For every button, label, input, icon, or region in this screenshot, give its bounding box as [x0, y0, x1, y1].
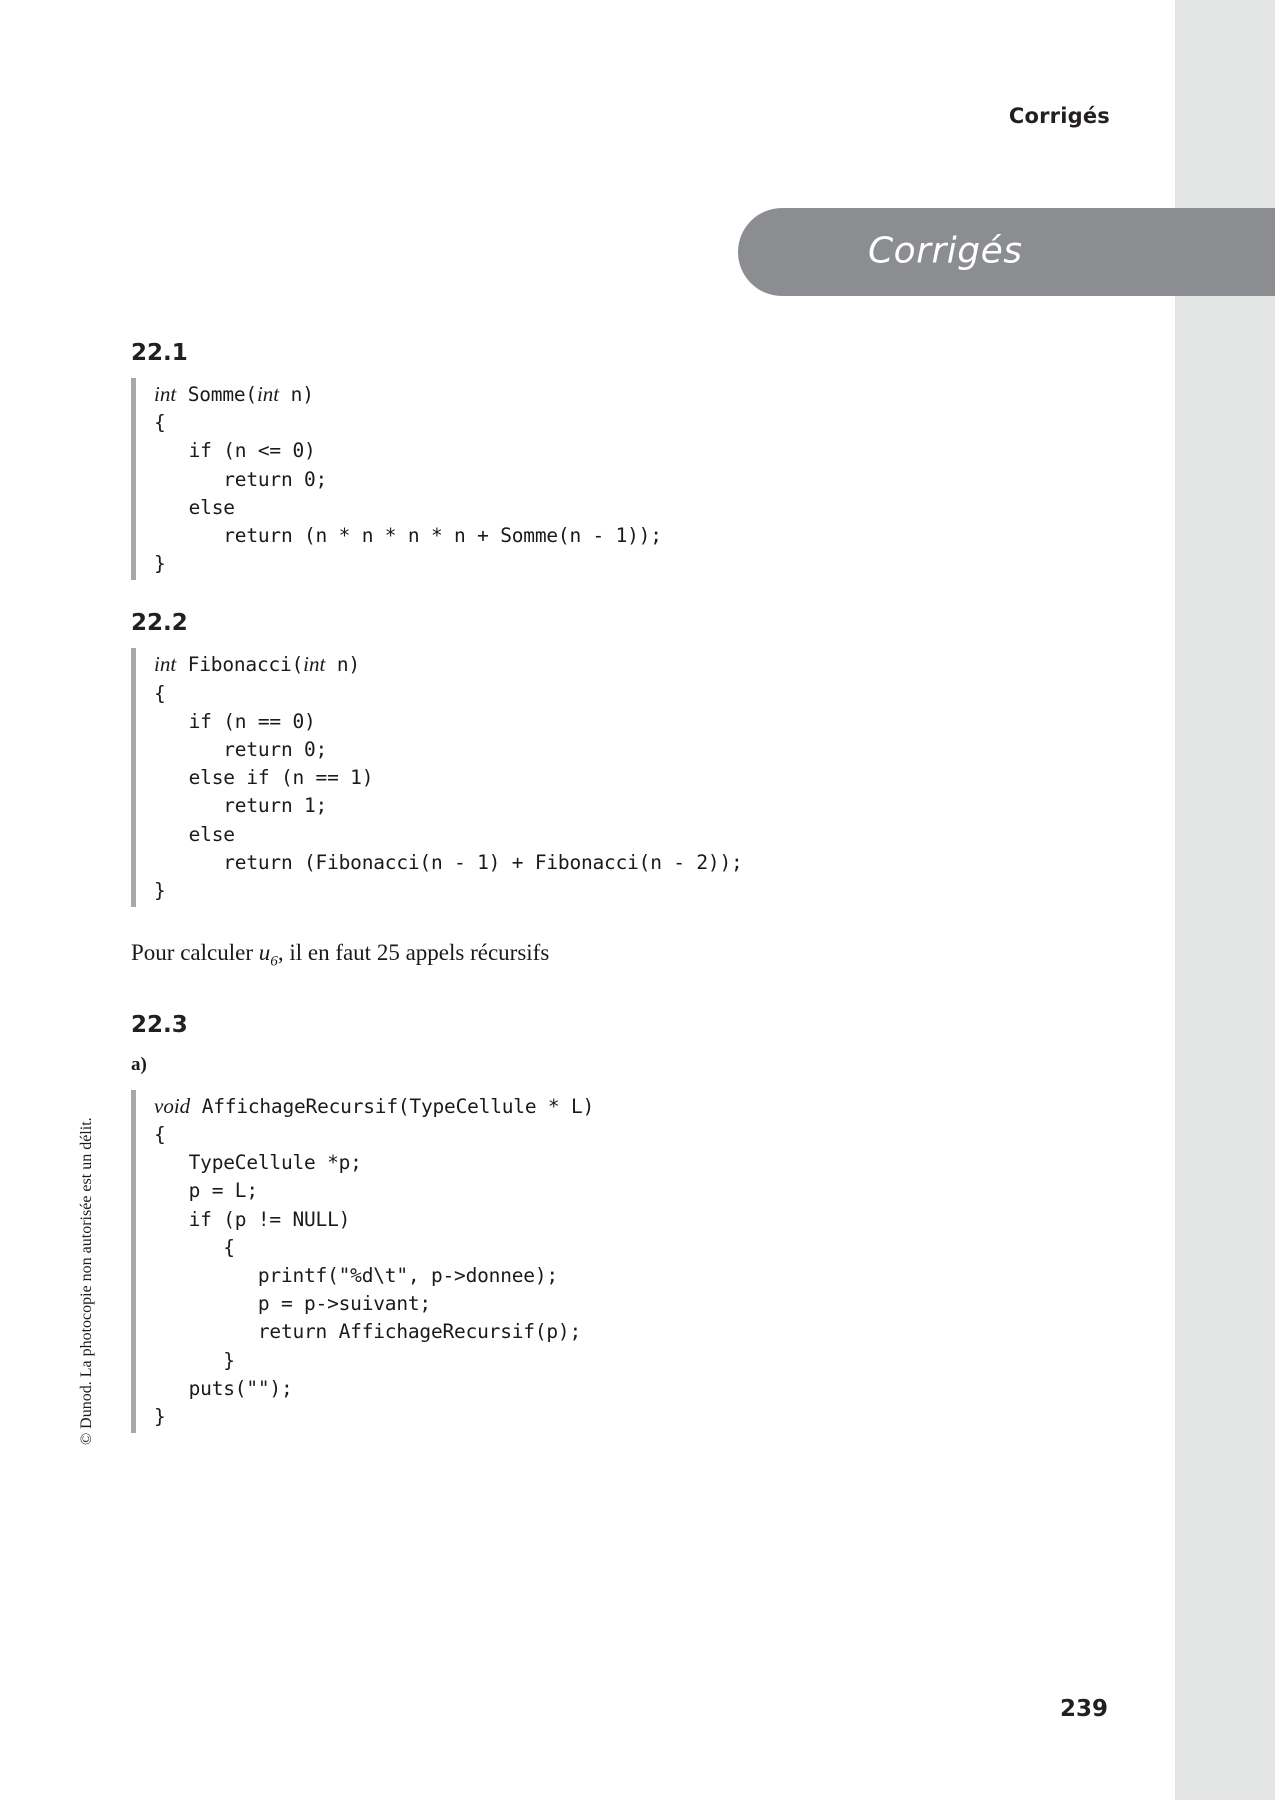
code-line: else: [154, 495, 235, 519]
page-content: 22.1 int Somme(int n) { if (n <= 0) retu…: [131, 340, 931, 1463]
code-line: int Somme(int n): [154, 380, 931, 409]
code-line: return (Fibonacci(n - 1) + Fibonacci(n -…: [154, 850, 743, 874]
code-block-22-3a: void AffichageRecursif(TypeCellule * L) …: [131, 1089, 931, 1434]
code-line: {: [154, 1123, 166, 1147]
code-text: AffichageRecursif(TypeCellule * L): [190, 1094, 595, 1118]
code-line: }: [154, 1405, 166, 1429]
code-line: return (n * n * n * n + Somme(n - 1));: [154, 524, 662, 548]
code-line: else if (n == 1): [154, 766, 374, 790]
note-prefix: Pour calculer: [131, 940, 259, 966]
code-line: return AffichageRecursif(p);: [154, 1320, 581, 1344]
code-line: int Fibonacci(int n): [154, 650, 931, 679]
code-line: }: [154, 879, 166, 903]
code-line: if (n <= 0): [154, 439, 316, 463]
code-line: printf("%d\t", p->donnee);: [154, 1264, 558, 1288]
code-line: {: [154, 411, 166, 435]
code-block-22-2: int Fibonacci(int n) { if (n == 0) retur…: [131, 648, 931, 908]
section-banner: Corrigés: [738, 208, 1275, 296]
code-line: p = p->suivant;: [154, 1292, 431, 1316]
page-edge-band: [1175, 0, 1275, 1800]
exercise-item-label-a: a): [131, 1053, 147, 1075]
code-line: if (n == 0): [154, 709, 316, 733]
code-line: if (p != NULL): [154, 1207, 351, 1231]
code-line: p = L;: [154, 1179, 258, 1203]
code-line: }: [154, 1348, 235, 1372]
recursion-count-note: Pour calculer u6, il en faut 25 appels r…: [131, 937, 931, 978]
code-line: {: [154, 1235, 235, 1259]
code-line: else: [154, 822, 235, 846]
note-subscript: 6: [270, 952, 278, 970]
note-suffix: , il en faut 25 appels récursifs: [277, 940, 550, 966]
code-keyword: int: [256, 382, 280, 406]
note-variable: u: [258, 940, 271, 966]
page-number: 239: [1059, 1696, 1108, 1722]
code-text: n): [325, 653, 360, 677]
section-banner-label: Corrigés: [868, 230, 1023, 272]
exercise-number-22-2: 22.2: [131, 610, 188, 637]
code-text: n): [279, 383, 314, 406]
code-keyword: int: [154, 652, 177, 677]
code-text: Somme(: [176, 383, 257, 406]
code-text: Fibonacci(: [176, 653, 304, 677]
code-line: {: [154, 681, 166, 705]
code-line: puts("");: [154, 1376, 293, 1400]
code-block-22-1: int Somme(int n) { if (n <= 0) return 0;…: [131, 378, 931, 581]
exercise-number-22-3: 22.3: [131, 1011, 188, 1038]
code-line: return 0;: [154, 467, 328, 491]
running-head: Corrigés: [1008, 104, 1110, 128]
copyright-notice: © Dunod. La photocopie non autorisée est…: [78, 1117, 95, 1445]
code-keyword: int: [303, 652, 326, 677]
code-line: return 1;: [154, 794, 328, 818]
code-keyword: void: [154, 1093, 191, 1118]
code-line: return 0;: [154, 738, 328, 762]
code-line: }: [154, 552, 166, 576]
code-line: void AffichageRecursif(TypeCellule * L): [154, 1092, 931, 1121]
code-keyword: int: [154, 382, 177, 406]
code-line: TypeCellule *p;: [154, 1151, 362, 1175]
exercise-number-22-1: 22.1: [131, 340, 188, 366]
